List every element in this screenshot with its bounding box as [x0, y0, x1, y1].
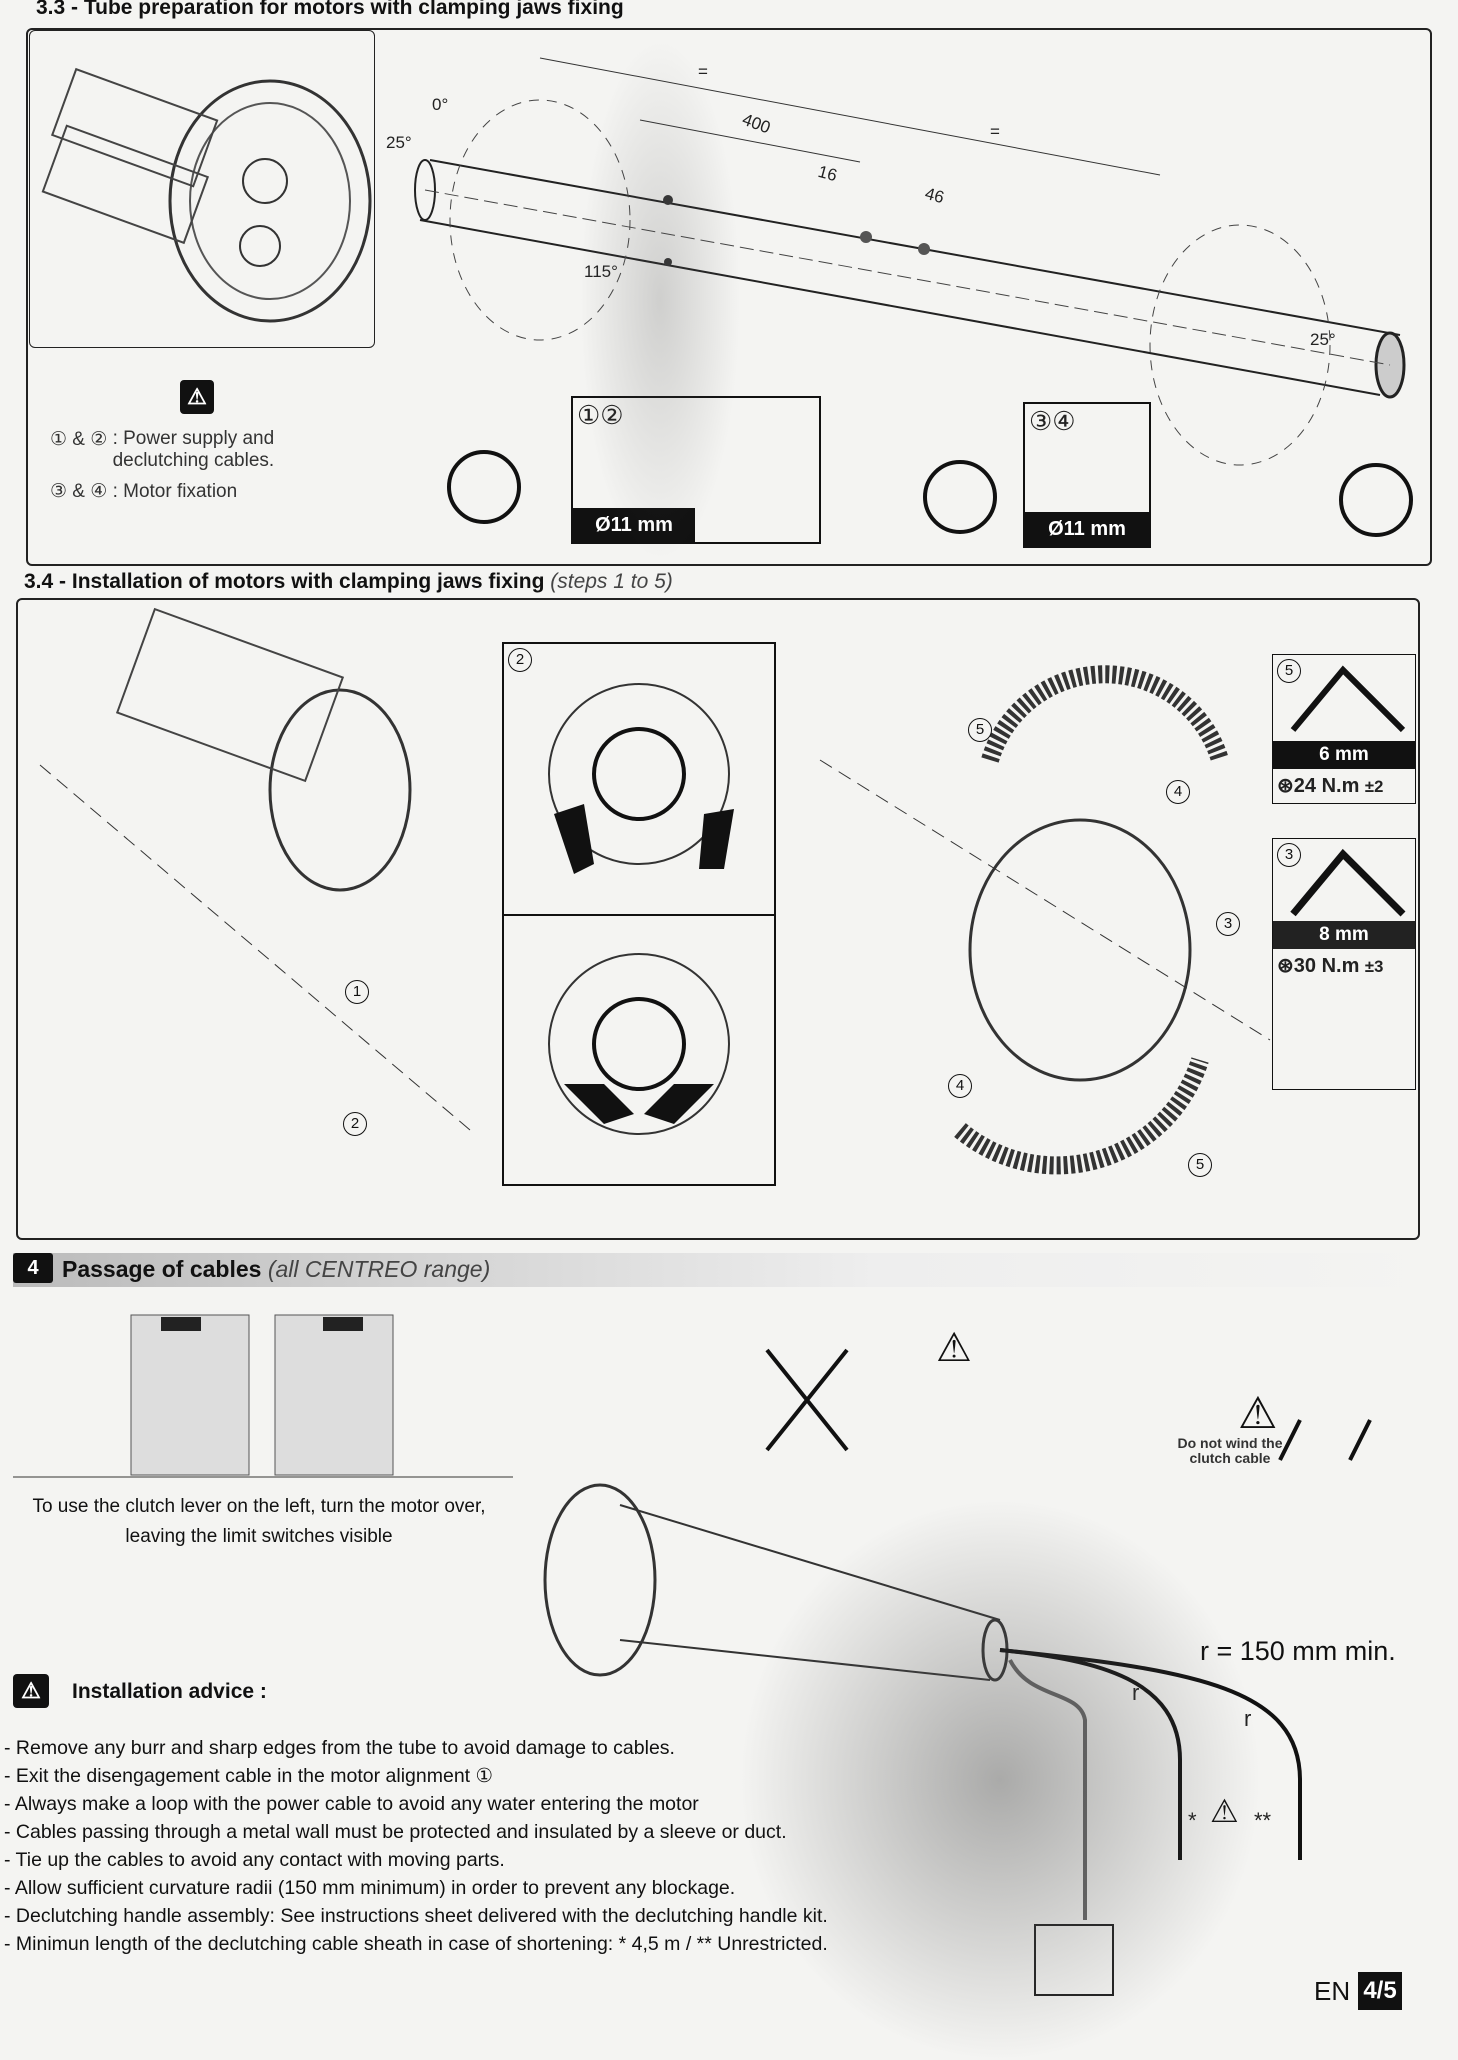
clamping-jaws-diagram: [548, 683, 734, 1135]
sheath-note-star-1: *: [1188, 1808, 1197, 1833]
legend-line-2: ③ & ④ : Motor fixation: [50, 480, 237, 503]
installation-panel: [16, 598, 1420, 1240]
dim-equal-1: =: [698, 62, 708, 81]
step-2-badge: 2: [508, 648, 532, 672]
clutch-orientation-note: To use the clutch lever on the left, tur…: [32, 1496, 486, 1547]
tool-panel-step-3: 3 8 mm ⊛30 N.m ±3: [1272, 838, 1416, 1090]
torque-value: ⊛24 N.m ±2: [1277, 775, 1384, 797]
dim-equal-2: =: [990, 122, 1000, 141]
drill-nums: ①②: [577, 400, 624, 430]
advice-item: - Declutching handle assembly: See instr…: [4, 1905, 828, 1927]
angle-0: 0°: [432, 95, 449, 114]
do-not-wind-warning: Do not wind the clutch cable: [1177, 1435, 1283, 1466]
section-3-3-title: 3.3 - Tube preparation for motors with c…: [36, 0, 624, 19]
step-1-badge: 1: [345, 980, 369, 1004]
warning-icon: ⚠: [180, 380, 214, 414]
tube-preparation-panel: [26, 28, 1432, 566]
drill-panel-3-4: ③④ Ø11 mm: [1023, 402, 1151, 548]
legend-nums: ① & ②: [50, 429, 108, 450]
radius-r-2: r: [1244, 1706, 1252, 1731]
warning-icon-wind: ⚠: [1238, 1389, 1278, 1438]
step-3-badge-screw: 3: [1216, 912, 1240, 936]
advice-item: - Exit the disengagement cable in the mo…: [4, 1765, 493, 1787]
motor-installation-diagram: [39, 607, 1271, 1175]
torque: 24 N.m: [1293, 775, 1360, 797]
advice-item: - Cables passing through a metal wall mu…: [4, 1821, 787, 1843]
section-3-4-title: 3.4 - Installation of motors with clampi…: [24, 570, 673, 594]
advice-item: - Tie up the cables to avoid any contact…: [4, 1849, 505, 1871]
section-number-badge: 4: [13, 1253, 53, 1283]
motor-illustration-frame: [29, 30, 375, 348]
shutter-orientation-diagram: [13, 1314, 513, 1478]
angle-25-end: 25°: [1310, 330, 1336, 349]
advice-warning-icon: ⚠: [13, 1674, 49, 1708]
title-subtitle: (all CENTREO range): [267, 1256, 491, 1282]
torque: 30 N.m: [1293, 955, 1360, 977]
title-subtitle: (steps 1 to 5): [550, 570, 673, 593]
torque-value: ⊛30 N.m ±3: [1277, 955, 1384, 977]
page-number: 4/5: [1358, 1972, 1402, 2010]
tolerance: ±3: [1364, 957, 1384, 976]
legend-text: : Motor fixation: [112, 481, 238, 502]
warning-icon-sheath: ⚠: [1210, 1793, 1239, 1829]
min-radius-label: r = 150 mm min.: [1200, 1636, 1396, 1666]
angle-115: 115°: [584, 262, 618, 281]
motor-illustration: [41, 67, 372, 323]
warning-icon-cable: ⚠: [936, 1326, 972, 1370]
title-text: Passage of cables: [62, 1256, 262, 1282]
legend-text: : Power supply and declutching cables.: [112, 428, 275, 471]
drill-nums: ③④: [1029, 406, 1076, 436]
tool-size: 6 mm: [1273, 741, 1415, 769]
advice-item: - Allow sufficient curvature radii (150 …: [4, 1877, 736, 1899]
section-4-title: Passage of cables (all CENTREO range): [62, 1256, 490, 1283]
step-4-badge-top: 4: [1166, 780, 1190, 804]
sheath-note-star-2: **: [1254, 1808, 1272, 1833]
tool-size: 8 mm: [1273, 921, 1415, 949]
step-3-badge: 3: [1277, 843, 1301, 867]
angle-25: 25°: [386, 133, 412, 152]
installation-advice-list: - Remove any burr and sharp edges from t…: [4, 1734, 828, 1958]
jaws-detail-panel: 2: [502, 642, 776, 1186]
title-text: 3.4 - Installation of motors with clampi…: [24, 570, 545, 593]
hex-key-icon: [1290, 848, 1406, 917]
tolerance: ±2: [1364, 777, 1384, 796]
installation-advice-title: Installation advice :: [72, 1680, 267, 1703]
hex-key-icon: [1290, 665, 1406, 733]
section-4-header-bar: [13, 1253, 1453, 1287]
step-5-badge-screw: 5: [968, 718, 992, 742]
language-label: EN: [1314, 1976, 1351, 2006]
step-2-badge-bracket: 2: [343, 1112, 367, 1136]
advice-item: - Always make a loop with the power cabl…: [4, 1793, 699, 1815]
drill-panel-1-2: ①② Ø11 mm: [571, 396, 821, 544]
legend-nums: ③ & ④: [50, 481, 108, 502]
drill-size-label: Ø11 mm: [1025, 512, 1149, 546]
radius-r-1: r: [1132, 1680, 1140, 1705]
drill-size-label: Ø11 mm: [573, 508, 695, 542]
advice-item: - Minimun length of the declutching cabl…: [4, 1933, 828, 1955]
step-5-badge-bottom: 5: [1188, 1153, 1212, 1177]
step-4-badge-bottom: 4: [948, 1074, 972, 1098]
step-5-badge: 5: [1277, 659, 1301, 683]
advice-item: - Remove any burr and sharp edges from t…: [4, 1737, 675, 1759]
legend-line-1: ① & ② : Power supply and declutching cab…: [50, 428, 303, 472]
tool-panel-step-5: 5 6 mm ⊛24 N.m ±2: [1272, 654, 1416, 804]
tube-drilling-diagram: [414, 57, 1413, 537]
